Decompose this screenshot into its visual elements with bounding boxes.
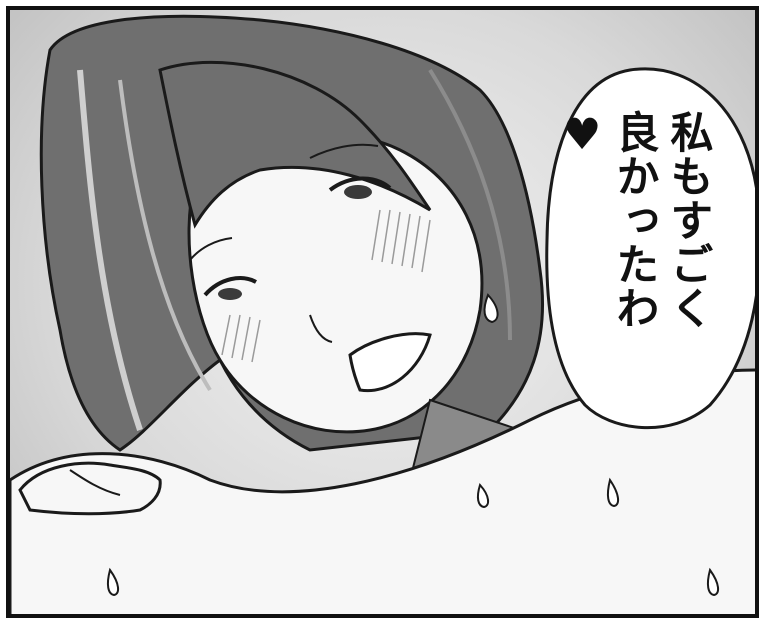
eye-left-iris	[218, 288, 242, 300]
finger-line	[69, 469, 121, 496]
eye-right-iris	[344, 185, 372, 199]
arm-sweat	[606, 477, 620, 508]
arm-sweat	[106, 567, 120, 597]
hair-bangs	[158, 60, 432, 229]
sweat-drop	[483, 293, 499, 324]
mouth	[348, 332, 432, 393]
speech-line-2: 良かったわ♥	[557, 110, 659, 330]
speech-bubble	[545, 67, 755, 430]
arm-sweat	[476, 483, 490, 509]
brow-left	[189, 237, 233, 261]
hand	[18, 461, 162, 516]
blush-lines	[221, 209, 431, 363]
comic-panel: 私もすごく 良かったわ♥	[6, 6, 759, 618]
hair-strand	[428, 68, 512, 341]
arm-sweat	[706, 567, 720, 597]
brow-right	[309, 143, 379, 159]
speech-bubble-text: 私もすごく 良かったわ♥	[557, 110, 713, 370]
panel-illustration	[10, 14, 755, 614]
eye-left	[203, 276, 257, 297]
hair-strand	[77, 69, 143, 431]
hair-strand	[118, 79, 212, 392]
eye-right	[328, 176, 392, 192]
nose	[309, 314, 333, 343]
speech-line-1: 私もすごく	[663, 110, 713, 330]
